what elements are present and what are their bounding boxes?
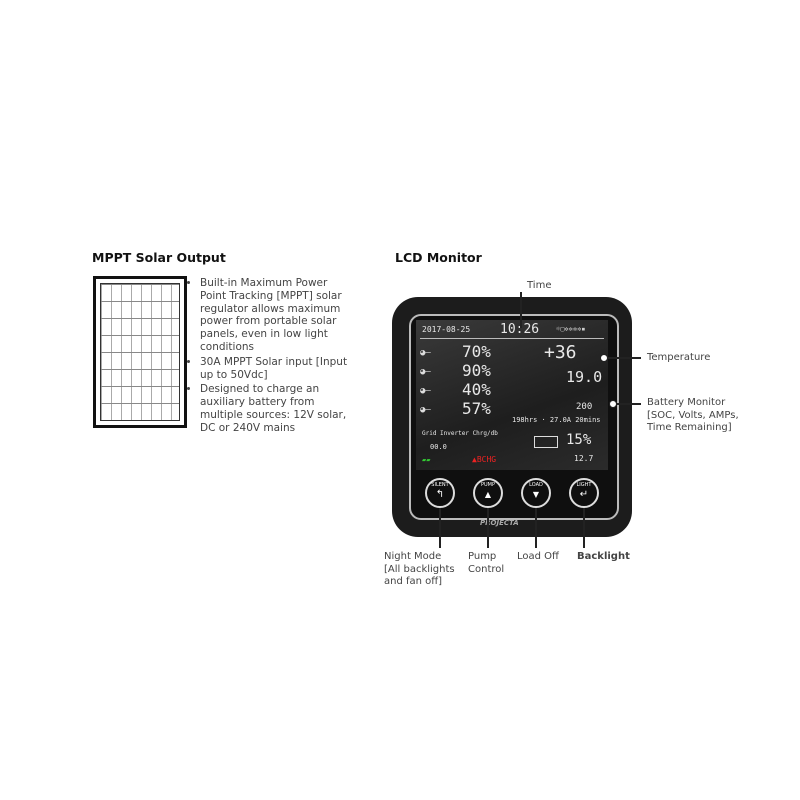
battery-icon <box>534 436 558 448</box>
lcd-screen: 2017-08-25 10:26 ☼▢✲✲✲✲▪ ◕—◕—◕—◕— 70% 90… <box>416 320 608 470</box>
time-readout: 10:26 <box>500 322 540 337</box>
solar-icons: ▰▰ <box>422 456 431 464</box>
tank-level: 40% <box>462 380 491 399</box>
up-icon: ▲ <box>484 490 492 499</box>
soc-readout: 15% <box>566 432 592 448</box>
tank-level: 57% <box>462 399 491 418</box>
solar-panel-illustration <box>93 276 187 428</box>
battery-volts-readout: 19.0 <box>566 368 603 386</box>
feature-item: Built-in Maximum Power Point Tracking [M… <box>200 277 350 354</box>
pump-button[interactable]: PUMP▲ <box>473 478 503 508</box>
solar-features: Built-in Maximum Power Point Tracking [M… <box>190 277 350 437</box>
return-icon: ↰ <box>435 489 445 500</box>
callout-load-off: Load Off <box>517 551 559 562</box>
callout-temperature: Temperature <box>647 352 711 363</box>
voltage-readout: 12.7 <box>574 454 594 463</box>
feature-item: 30A MPPT Solar input [Input up to 50Vdc] <box>200 356 350 382</box>
down-icon: ▼ <box>532 490 540 499</box>
date-readout: 2017-08-25 <box>422 325 471 334</box>
tank-level: 90% <box>462 361 491 380</box>
callout-battery-monitor: Battery Monitor[SOC, Volts, AMPs,Time Re… <box>647 397 739 433</box>
lcd-title: LCD Monitor <box>395 250 482 265</box>
tank-icons: ◕—◕—◕—◕— <box>420 348 431 415</box>
callout-time: Time <box>527 280 552 291</box>
temperature-readout: +36 <box>544 342 577 363</box>
source-readout: Grid Inverter Chrg/db <box>422 430 498 437</box>
callout-backlight: Backlight <box>577 551 630 562</box>
current-readout: 200 <box>576 402 593 412</box>
divider <box>420 338 604 339</box>
indicator-readout: 00.0 <box>430 443 447 451</box>
load-button[interactable]: LOAD▼ <box>521 478 551 508</box>
brand-logo: PROJECTA <box>480 519 519 527</box>
light-button[interactable]: LIGHT↵ <box>569 478 599 508</box>
feature-item: Designed to charge an auxiliary battery … <box>200 383 350 434</box>
tank-levels: 70% 90% 40% 57% <box>462 342 491 418</box>
tank-level: 70% <box>462 342 491 361</box>
silent-button[interactable]: SILENT↰ <box>425 478 455 508</box>
time-remaining-readout: 198hrs · 27.0A 20mins <box>512 416 601 424</box>
solar-title: MPPT Solar Output <box>92 250 226 265</box>
status-icons: ☼▢✲✲✲✲▪ <box>556 325 586 333</box>
enter-icon: ↵ <box>579 489 589 500</box>
alarm-readout: ▲BCHG <box>472 455 497 464</box>
